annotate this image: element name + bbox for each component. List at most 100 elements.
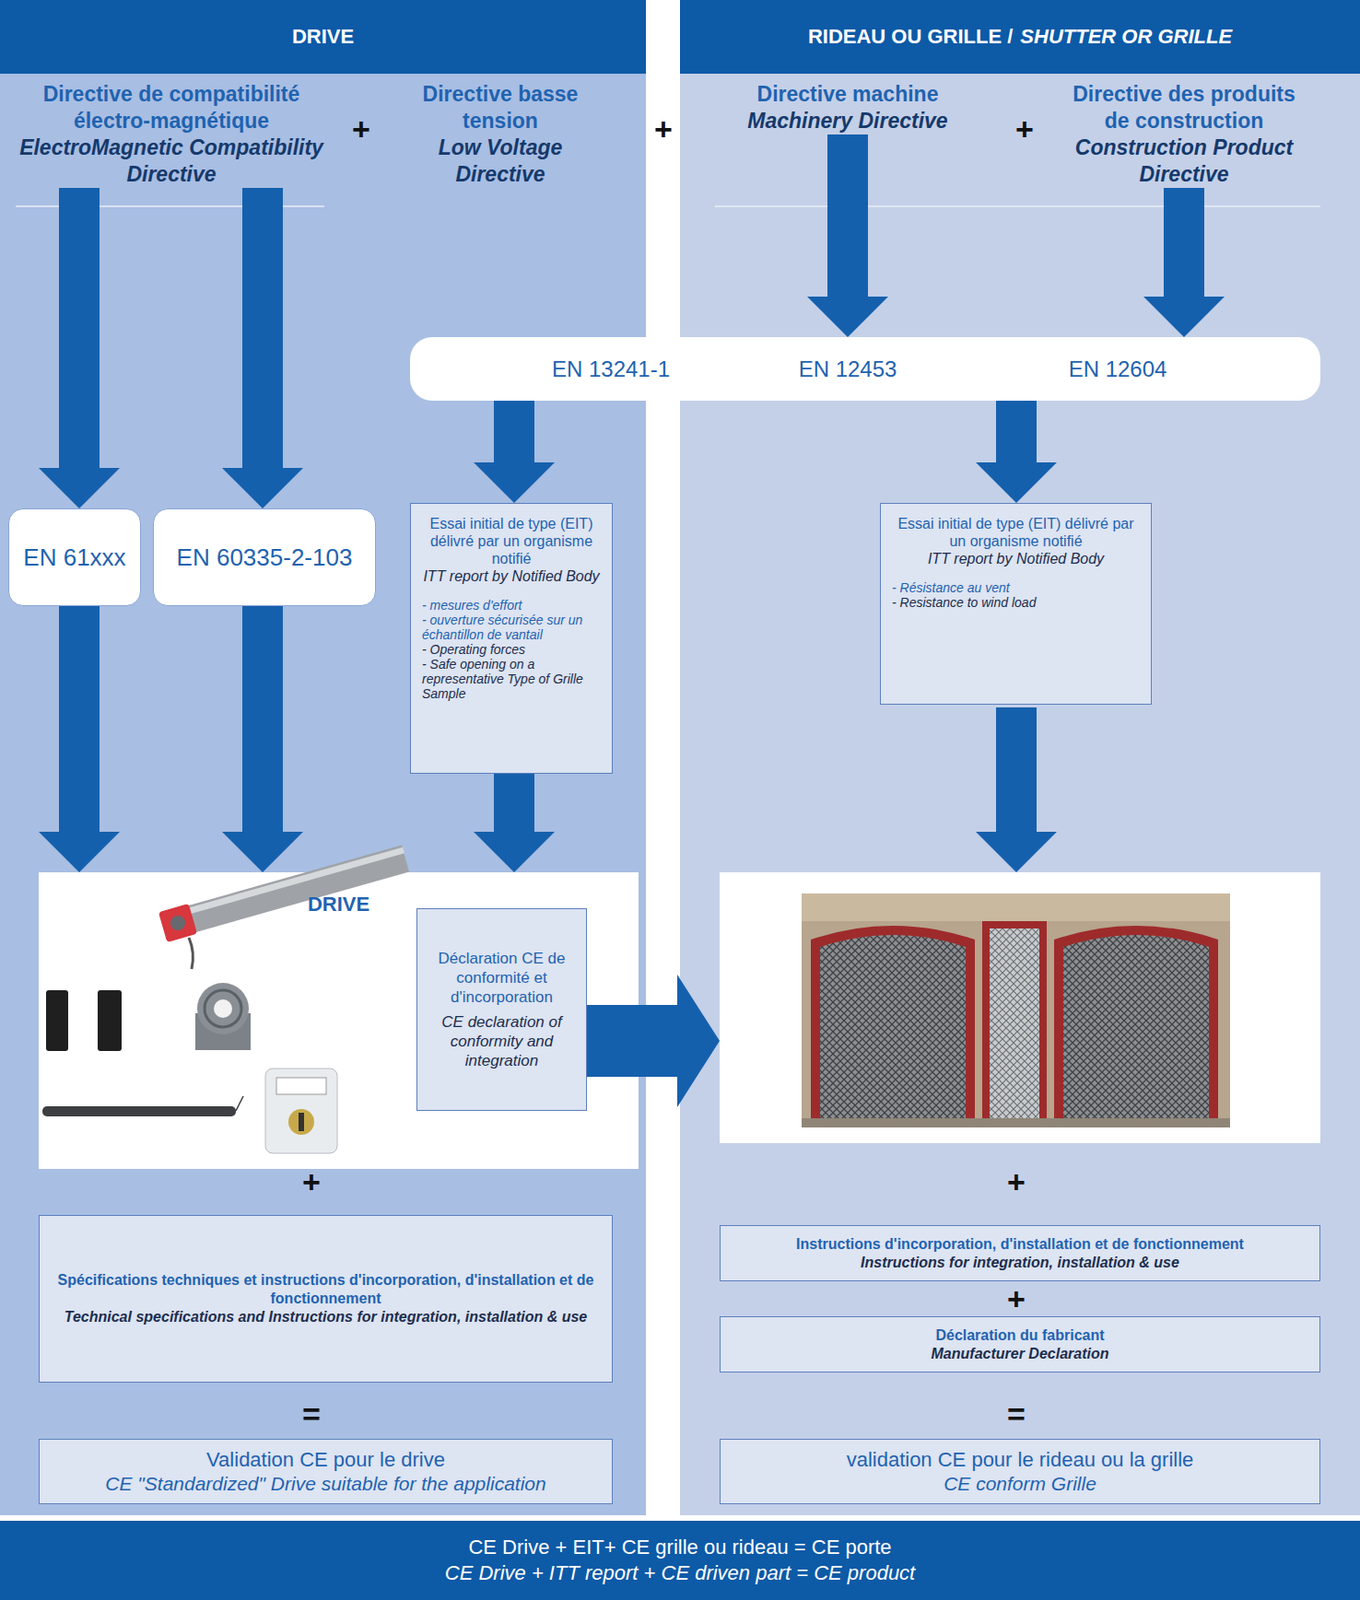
panel: DRIVE Directive de compatibilité électro-… <box>0 0 646 1516</box>
header-band <box>680 0 1360 74</box>
block-arrow <box>473 773 555 873</box>
underline <box>715 205 1321 208</box>
report-title-english: ITT report by Notified Body <box>891 550 1140 568</box>
panel-heading: RIDEAU OU GRILLE / <box>808 0 1013 74</box>
motor-cable <box>188 937 193 970</box>
operator-sign: = <box>293 1395 330 1433</box>
directive-heading: Directive basse tensionLow Voltage Direc… <box>394 81 607 188</box>
door-frame <box>982 921 1047 1128</box>
stone-band <box>801 893 1231 922</box>
validation-text-english: CE conform Grille <box>729 1472 1311 1497</box>
standard-box: EN 61xxx <box>8 508 141 607</box>
directive-name: Directive basse tension <box>394 81 607 135</box>
arch-frame <box>1054 926 1219 1128</box>
panel-heading: DRIVE <box>292 0 354 74</box>
block-arrow <box>38 606 120 873</box>
operator-sign: + <box>644 110 682 148</box>
motor-head <box>158 903 198 943</box>
instructions-text: Instructions d'incorporation, d'installa… <box>729 1235 1311 1255</box>
declaration-box: Déclaration du fabricantManufacturer Dec… <box>719 1316 1321 1373</box>
validation-box: validation CE pour le rideau ou la grill… <box>719 1439 1321 1505</box>
photocell <box>97 990 122 1052</box>
operator-sign: + <box>997 1163 1035 1201</box>
bracket-hole <box>213 999 233 1019</box>
declaration-box: Déclaration CE de conformité et d'incorp… <box>416 908 587 1112</box>
formula-text: CE Drive + EIT+ CE grille ou rideau = CE… <box>9 1535 1351 1561</box>
directive-name-english: Low Voltage Directive <box>394 134 607 188</box>
key-switch <box>265 1068 338 1154</box>
directive-name-english: Construction Product Directive <box>1064 134 1304 188</box>
standard-number: EN 12604 <box>1025 356 1210 383</box>
instructions-text-english: Technical specifications and Instruction… <box>48 1308 603 1327</box>
left-panel-ground <box>0 0 646 1516</box>
report-title-english: ITT report by Notified Body <box>422 567 601 586</box>
validation-text: validation CE pour le rideau ou la grill… <box>729 1447 1311 1473</box>
validation-box: Validation CE pour le driveCE "Standardi… <box>38 1439 613 1505</box>
block-arrow <box>1143 187 1225 338</box>
right-panel-ground <box>680 0 1360 1516</box>
directive-name-english: Machinery Directive <box>709 107 986 135</box>
directive-heading: Directive de compatibilité électro-magné… <box>5 81 338 188</box>
report-title: Essai initial de type (EIT) délivré par … <box>891 515 1140 551</box>
test-report-box: Essai initial de type (EIT) délivré par … <box>410 503 613 774</box>
test-item: - mesures d'effort <box>422 597 601 613</box>
instructions-text-english: Instructions for integration, installati… <box>729 1254 1311 1273</box>
declaration-text: Déclaration CE de conformité et d'incorp… <box>426 949 577 1008</box>
validation-text-english: CE "Standardized" Drive suitable for the… <box>48 1472 603 1497</box>
block-arrow <box>473 400 555 504</box>
motor-tube <box>184 858 406 922</box>
rod-wire <box>235 1096 244 1112</box>
test-item: - Résistance au vent <box>891 580 1140 596</box>
declaration-text-english: Manufacturer Declaration <box>729 1345 1311 1364</box>
keyhole <box>298 1113 305 1132</box>
declaration-text: Déclaration du fabricant <box>729 1326 1311 1346</box>
bracket-body <box>197 983 249 1035</box>
test-item: - ouverture sécurisée sur un échantillon… <box>422 612 601 643</box>
directive-heading: Directive machineMachinery Directive <box>709 81 986 135</box>
grille-mesh <box>1063 935 1209 1128</box>
block-arrow <box>222 187 304 509</box>
directive-heading: Directive des produits de constructionCo… <box>1064 81 1304 188</box>
declaration-text-english: CE declaration of conformity and integra… <box>426 1012 577 1071</box>
facade <box>801 893 1231 1128</box>
block-arrow <box>975 707 1057 873</box>
report-title: Essai initial de type (EIT) délivré par … <box>422 515 601 568</box>
operator-sign: + <box>342 110 380 148</box>
motor-crown <box>170 915 186 931</box>
test-item-english: - Safe opening on a representative Type … <box>422 656 601 702</box>
standard-number: EN 13241-1 <box>518 356 704 383</box>
arch-frame <box>810 926 975 1128</box>
standard-number: EN 60335-2-103 <box>163 543 366 573</box>
directive-name: Directive de compatibilité électro-magné… <box>5 81 338 135</box>
directive-name-english: ElectroMagnetic Compatibility Directive <box>5 134 338 188</box>
standard-number: EN 12453 <box>755 356 940 383</box>
validation-text: Validation CE pour le drive <box>48 1447 603 1473</box>
header-band <box>0 0 646 74</box>
block-arrow <box>38 187 120 509</box>
operator-sign: + <box>997 1280 1035 1318</box>
photocell <box>46 990 69 1052</box>
standard-box: EN 60335-2-103 <box>152 508 376 607</box>
test-item-english: - Resistance to wind load <box>891 595 1140 610</box>
test-report-box: Essai initial de type (EIT) délivré par … <box>879 503 1152 705</box>
instructions-box: Spécifications techniques et instruction… <box>38 1215 613 1384</box>
pavement <box>801 1118 1231 1128</box>
formula-text-english: CE Drive + ITT report + CE driven part =… <box>9 1560 1351 1587</box>
operator-sign: = <box>997 1395 1035 1433</box>
key-switch-plate <box>276 1078 327 1095</box>
directive-name: Directive machine <box>709 81 986 108</box>
drive-area: DRIVEDéclaration CE de conformité et d'i… <box>38 872 639 1170</box>
directive-name: Directive des produits de construction <box>1064 81 1304 135</box>
bracket-ring <box>204 990 242 1028</box>
grille-mesh <box>820 935 966 1128</box>
operator-sign: + <box>293 1163 330 1201</box>
safety-edge-rod <box>42 1106 236 1117</box>
formula-bar: CE Drive + EIT+ CE grille ou rideau = CE… <box>0 1521 1360 1600</box>
test-item-english: - Operating forces <box>422 642 601 657</box>
panel-heading-english: SHUTTER OR GRILLE <box>1020 0 1232 74</box>
operator-sign: + <box>1006 110 1044 148</box>
block-arrow <box>586 974 720 1108</box>
grille-area-ground <box>719 872 1321 1144</box>
door-grille <box>989 928 1040 1128</box>
